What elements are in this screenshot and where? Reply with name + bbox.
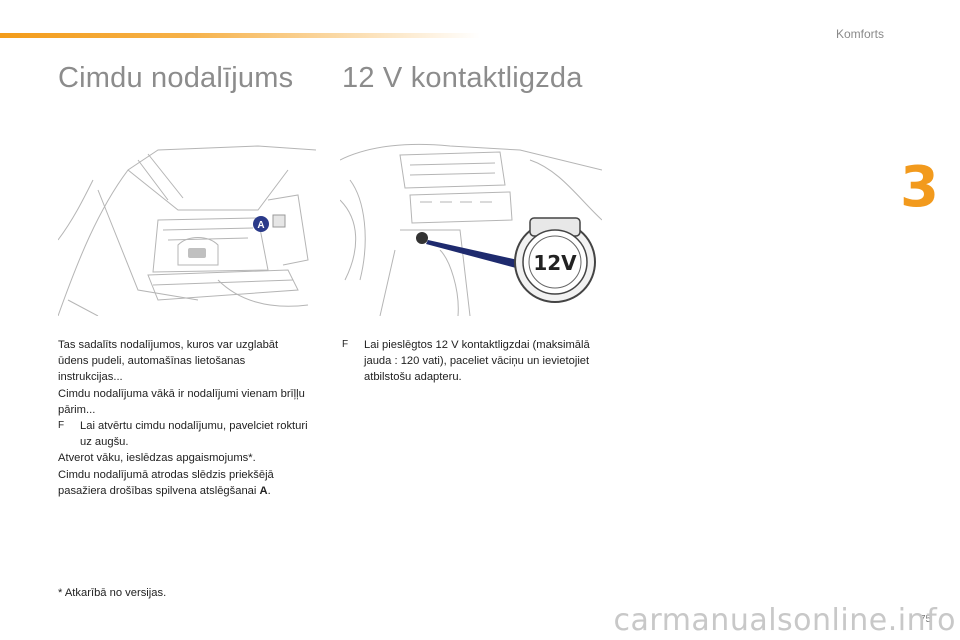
chapter-number: 3 — [900, 155, 939, 220]
header-accent-bar — [0, 33, 480, 38]
glovebox-text: Tas sadalīts nodalījumos, kuros var uzgl… — [58, 337, 308, 499]
socket-illustration: 12V — [340, 143, 602, 316]
socket-bullet-text: Lai pieslēgtos 12 V kontaktligzdai (maks… — [364, 339, 590, 384]
glovebox-paragraph-3: Atverot vāku, ieslēdzas apgaismojums*. — [58, 452, 256, 465]
glovebox-bullet-text: Lai atvērtu cimdu nodalījumu, pavelciet … — [80, 420, 308, 449]
glovebox-p4-suffix: . — [267, 484, 271, 497]
marker-a-icon — [253, 216, 269, 232]
pointer-arrow — [426, 240, 518, 268]
glovebox-paragraph-1: Tas sadalīts nodalījumos, kuros var uzgl… — [58, 339, 279, 384]
glovebox-p4-text: Cimdu nodalījumā atrodas slēdzis priekšē… — [58, 468, 274, 497]
marker-a-label: A — [257, 220, 264, 231]
airbag-switch-icon — [272, 214, 286, 228]
socket-label: 12V — [533, 251, 577, 275]
socket-text: F Lai pieslēgtos 12 V kontaktligzdai (ma… — [342, 337, 602, 386]
bullet-icon: F — [58, 420, 65, 432]
glovebox-paragraph-4: Cimdu nodalījumā atrodas slēdzis priekšē… — [58, 467, 308, 499]
page-number: 75 — [920, 614, 932, 625]
watermark: carmanualsonline.info — [613, 603, 956, 638]
glovebox-p4-bold: A — [259, 484, 268, 497]
glovebox-paragraph-2: Cimdu nodalījuma vākā ir nodalījumi vien… — [58, 387, 305, 416]
socket-small-icon — [416, 232, 428, 244]
glovebox-illustration: A — [58, 145, 316, 316]
12v-socket-icon — [514, 217, 596, 303]
footnote: * Atkarībā no versijas. — [58, 587, 167, 599]
title-glovebox: Cimdu nodalījums — [58, 62, 294, 94]
glovebox-bullet: F Lai atvērtu cimdu nodalījumu, pavelcie… — [58, 418, 308, 450]
socket-bullet: F Lai pieslēgtos 12 V kontaktligzdai (ma… — [342, 337, 602, 386]
title-12v-socket: 12 V kontaktligzda — [342, 62, 583, 94]
section-name: Komforts — [835, 27, 884, 41]
bullet-icon: F — [342, 339, 349, 350]
